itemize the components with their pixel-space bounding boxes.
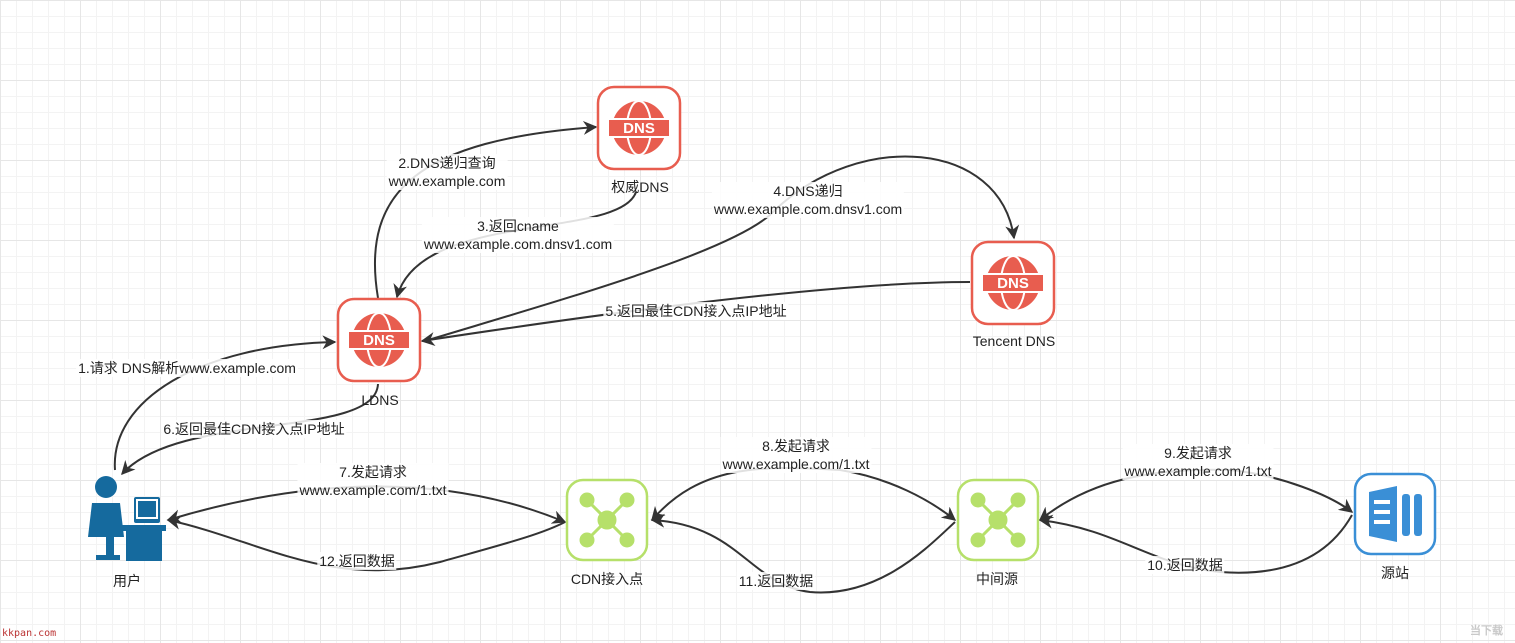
middle-source-node[interactable]	[956, 478, 1040, 562]
origin-node[interactable]	[1353, 472, 1437, 556]
step-3-line-2: www.example.com.dnsv1.com	[421, 235, 615, 253]
tencent-dns-caption: Tencent DNS	[972, 333, 1056, 349]
origin-caption: 源站	[1381, 565, 1409, 581]
step-7-label: 7.发起请求 www.example.com/1.txt	[297, 463, 449, 499]
step-1-label: 1.请求 DNS解析www.example.com	[76, 359, 298, 377]
network-hub-icon	[970, 492, 1026, 548]
edge-step-2	[373, 120, 598, 299]
step-4-line-1: 4.DNS递归	[711, 182, 905, 200]
user-at-computer-icon	[88, 476, 166, 561]
step-3-label: 3.返回cname www.example.com.dnsv1.com	[421, 217, 615, 253]
svg-text:DNS: DNS	[997, 275, 1029, 292]
ldns-caption: LDNS	[361, 392, 399, 408]
dns-globe-icon: DNS	[607, 100, 671, 156]
step-3-line-1: 3.返回cname	[421, 217, 615, 235]
watermark-right: 当下载	[1470, 625, 1503, 637]
edge-step-12	[166, 515, 566, 572]
edge-step-8	[651, 467, 957, 522]
dns-globe-icon: DNS	[347, 312, 411, 368]
step-2-label: 2.DNS递归查询 www.example.com	[386, 154, 508, 190]
step-8-line-1: 8.发起请求	[720, 437, 872, 455]
cdn-edge-caption: CDN接入点	[570, 571, 644, 587]
step-8-label: 8.发起请求 www.example.com/1.txt	[720, 437, 872, 473]
dns-globe-icon: DNS	[981, 255, 1045, 311]
step-11-line-1: 11.返回数据	[736, 572, 816, 590]
step-2-line-2: www.example.com	[386, 172, 508, 190]
step-1-line-1: 1.请求 DNS解析www.example.com	[76, 359, 298, 377]
step-6-line-1: 6.返回最佳CDN接入点IP地址	[161, 420, 347, 438]
step-11-label: 11.返回数据	[736, 572, 816, 590]
network-hub-icon	[579, 492, 635, 548]
step-4-line-2: www.example.com.dnsv1.com	[711, 200, 905, 218]
step-5-line-1: 5.返回最佳CDN接入点IP地址	[603, 302, 789, 320]
step-7-line-2: www.example.com/1.txt	[297, 481, 449, 499]
user-caption: 用户	[113, 573, 141, 589]
svg-text:DNS: DNS	[363, 332, 395, 349]
watermark-left: kkpan.com	[2, 628, 57, 639]
cdn-edge-node[interactable]	[565, 478, 649, 562]
authoritative-dns-node[interactable]: DNS	[596, 85, 682, 171]
ldns-node[interactable]: DNS	[336, 297, 422, 383]
step-12-label: 12.返回数据	[317, 552, 397, 570]
step-9-line-2: www.example.com/1.txt	[1122, 462, 1274, 480]
edge-step-11	[650, 513, 956, 594]
step-5-label: 5.返回最佳CDN接入点IP地址	[603, 302, 789, 320]
authoritative-dns-caption: 权威DNS	[611, 179, 669, 195]
origin-server-icon	[1369, 486, 1422, 542]
svg-text:DNS: DNS	[623, 120, 655, 137]
middle-source-caption: 中间源	[976, 571, 1018, 587]
step-9-line-1: 9.发起请求	[1122, 444, 1274, 462]
step-4-label: 4.DNS递归 www.example.com.dnsv1.com	[711, 182, 905, 218]
tencent-dns-node[interactable]: DNS	[970, 240, 1056, 326]
step-6-label: 6.返回最佳CDN接入点IP地址	[161, 420, 347, 438]
step-12-line-1: 12.返回数据	[317, 552, 397, 570]
user-node[interactable]	[88, 476, 166, 561]
step-10-line-1: 10.返回数据	[1145, 556, 1225, 574]
edge-step-1	[113, 335, 337, 471]
step-9-label: 9.发起请求 www.example.com/1.txt	[1122, 444, 1274, 480]
step-2-line-1: 2.DNS递归查询	[386, 154, 508, 172]
step-10-label: 10.返回数据	[1145, 556, 1225, 574]
step-8-line-2: www.example.com/1.txt	[720, 455, 872, 473]
step-7-line-1: 7.发起请求	[297, 463, 449, 481]
